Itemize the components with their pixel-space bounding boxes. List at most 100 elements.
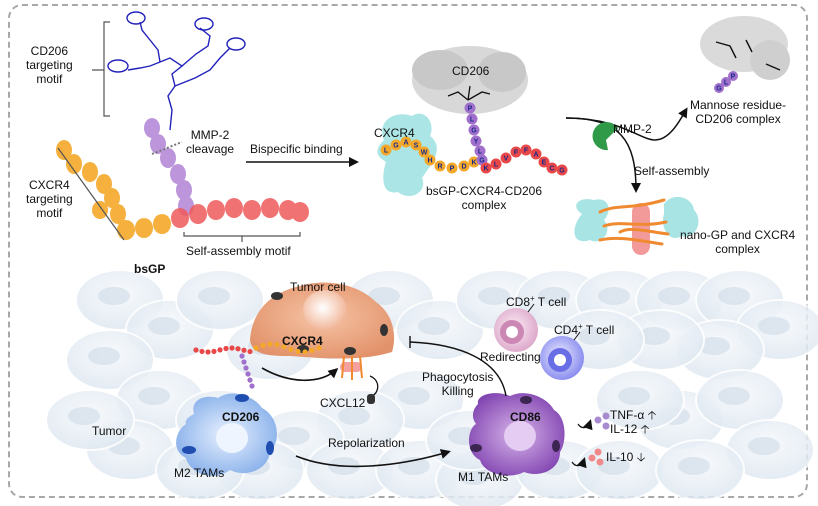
tissue-cell-nucleus bbox=[148, 317, 180, 335]
cytokine-il-12: IL-12 🡡 bbox=[610, 422, 650, 436]
assembly-residue-bead-letter: F bbox=[524, 148, 529, 155]
tissue-cell-nucleus bbox=[538, 287, 570, 305]
cxcr4-chain-bead bbox=[295, 348, 301, 355]
assembly-residue-bead bbox=[480, 162, 492, 174]
cd206-bound-glycans bbox=[447, 85, 491, 101]
cd206-linker-bead-letter: G bbox=[471, 128, 477, 135]
cxcr4-residue-bead-letter: A bbox=[403, 140, 408, 147]
tissue-cell-nucleus bbox=[138, 387, 170, 405]
phagocytosis-killing-label: Phagocytosis Killing bbox=[422, 370, 494, 398]
tissue-cell-nucleus bbox=[638, 327, 670, 345]
cxcr4-residue-bead bbox=[400, 136, 412, 148]
assembly-residue-bead-letter: K bbox=[483, 166, 488, 173]
cxcr4-residue-bead-letter: L bbox=[384, 148, 389, 155]
tissue-cell-nucleus bbox=[198, 287, 230, 305]
self-assembly-bracket bbox=[183, 232, 301, 242]
cxcr4-motif-beads bbox=[56, 140, 171, 240]
assembly-residue-bead bbox=[520, 144, 532, 156]
fragment-bead-letter: G bbox=[716, 86, 722, 93]
cxcr4-residue-bead-letter: W bbox=[421, 150, 428, 157]
tissue-cell-nucleus bbox=[98, 287, 130, 305]
assembly-residue-bead-letter: G bbox=[559, 168, 565, 175]
cxcr4-motif-bracket bbox=[57, 147, 125, 241]
up-arrow-icon: 🡡 bbox=[640, 422, 650, 436]
assembly-chain-bead bbox=[241, 347, 247, 353]
assembly-residue-bead-letter: C bbox=[549, 166, 554, 173]
fragment-bead bbox=[714, 83, 724, 93]
cxcr4-residue-bead-letter: K bbox=[471, 160, 476, 167]
tissue-cell-nucleus bbox=[718, 287, 750, 305]
tissue-cell-nucleus bbox=[618, 387, 650, 405]
fragment-bead-letter: L bbox=[724, 80, 729, 87]
assembly-residue-bead bbox=[490, 158, 502, 170]
repolarization-arrow bbox=[295, 449, 451, 468]
tissue-cell-nucleus bbox=[478, 287, 510, 305]
tissue-cell-nucleus bbox=[598, 457, 630, 475]
assembly-chain-bead bbox=[247, 348, 253, 355]
assembly-chain-bead bbox=[217, 347, 223, 353]
binding-arrow bbox=[261, 367, 339, 382]
cxcl12-label: CXCL12 bbox=[320, 396, 366, 410]
assembly-residue-bead bbox=[510, 146, 522, 158]
tissue-cell-nucleus bbox=[718, 387, 750, 405]
mmp2-enzyme-icon bbox=[592, 122, 618, 151]
mannose-cd206-complex: PLG bbox=[700, 16, 790, 93]
cxcr4-residue-bead bbox=[424, 154, 436, 166]
mmp2-linker-beads bbox=[144, 118, 194, 216]
cd86-receptor bbox=[520, 396, 532, 404]
cd206-linker-bead bbox=[468, 124, 480, 136]
tissue-cell-nucleus bbox=[278, 427, 310, 445]
tissue-cell-nucleus bbox=[368, 287, 400, 305]
cxcr4-residue-bead bbox=[446, 162, 458, 174]
tissue-cell-nucleus bbox=[68, 407, 100, 425]
cd86-label: CD86 bbox=[510, 410, 541, 424]
nano-gp-cxcr4-complex bbox=[574, 196, 699, 255]
cxcr4-receptor bbox=[271, 292, 283, 300]
linker-chain-bead bbox=[243, 365, 249, 371]
cxcr4-residue-bead-letter: P bbox=[450, 166, 455, 173]
mmp2-cleavage-label: MMP-2 cleavage bbox=[186, 128, 235, 156]
assembly-chain-bead bbox=[229, 345, 235, 351]
cd206-receptor bbox=[235, 394, 249, 402]
m1-tam-cell bbox=[469, 393, 565, 476]
bsgp-molecule bbox=[56, 11, 309, 242]
assembly-chain-bead bbox=[199, 348, 205, 355]
mmp2-arrow bbox=[565, 107, 688, 141]
tumor-label: Tumor bbox=[92, 424, 127, 438]
fragment-bead-letter: P bbox=[731, 74, 736, 81]
cxcr4-chain-bead bbox=[309, 347, 315, 354]
self-assembly-arrow-label: Self-assembly bbox=[634, 164, 710, 178]
self-assembly-arrow bbox=[565, 117, 641, 193]
cd8-t-cell bbox=[494, 303, 538, 352]
mmp2-arrow-label: MMP-2 bbox=[613, 122, 652, 136]
cxcr4-chain-bead bbox=[302, 349, 308, 355]
cxcr4-residue-bead-letter: D bbox=[461, 164, 466, 171]
cd206-motif-bracket bbox=[92, 21, 110, 117]
cxcr4-chain-bead bbox=[316, 345, 322, 351]
redirecting-label: Redirecting bbox=[480, 350, 541, 364]
m2-cd206-label: CD206 bbox=[222, 410, 260, 424]
linker-chain-bead bbox=[239, 353, 245, 359]
m2-nucleus bbox=[216, 423, 248, 453]
cxcr4-chain-bead bbox=[274, 341, 280, 348]
cd206-linker-bead-letter: P bbox=[468, 106, 473, 113]
assembly-residue-bead-letter: A bbox=[533, 152, 538, 159]
m2-tams-label: M2 TAMs bbox=[174, 466, 225, 480]
assembly-residue-bead-letter: L bbox=[494, 162, 499, 169]
tissue-cell-nucleus bbox=[458, 467, 490, 485]
cxcr4-motif-label: CXCR4 targeting motif bbox=[26, 178, 73, 220]
cxcr4-residue-bead-letter: R bbox=[437, 164, 442, 171]
tumor-cell bbox=[250, 282, 395, 359]
mannose-fragment-beads: PLG bbox=[714, 71, 738, 93]
cytokine-dots bbox=[571, 412, 610, 469]
cd206-linker-bead-letter: Y bbox=[474, 139, 479, 146]
cd206-motif-label: CD206 targeting motif bbox=[26, 44, 73, 86]
assembly-residue-bead bbox=[546, 162, 558, 174]
cxcr4-residue-bead bbox=[434, 160, 446, 172]
cd206-linker-bead bbox=[470, 135, 482, 147]
cxcr4-residue-bead bbox=[390, 139, 402, 151]
cxcr4-chain-bead bbox=[267, 341, 273, 347]
fragment-bead bbox=[728, 71, 738, 81]
